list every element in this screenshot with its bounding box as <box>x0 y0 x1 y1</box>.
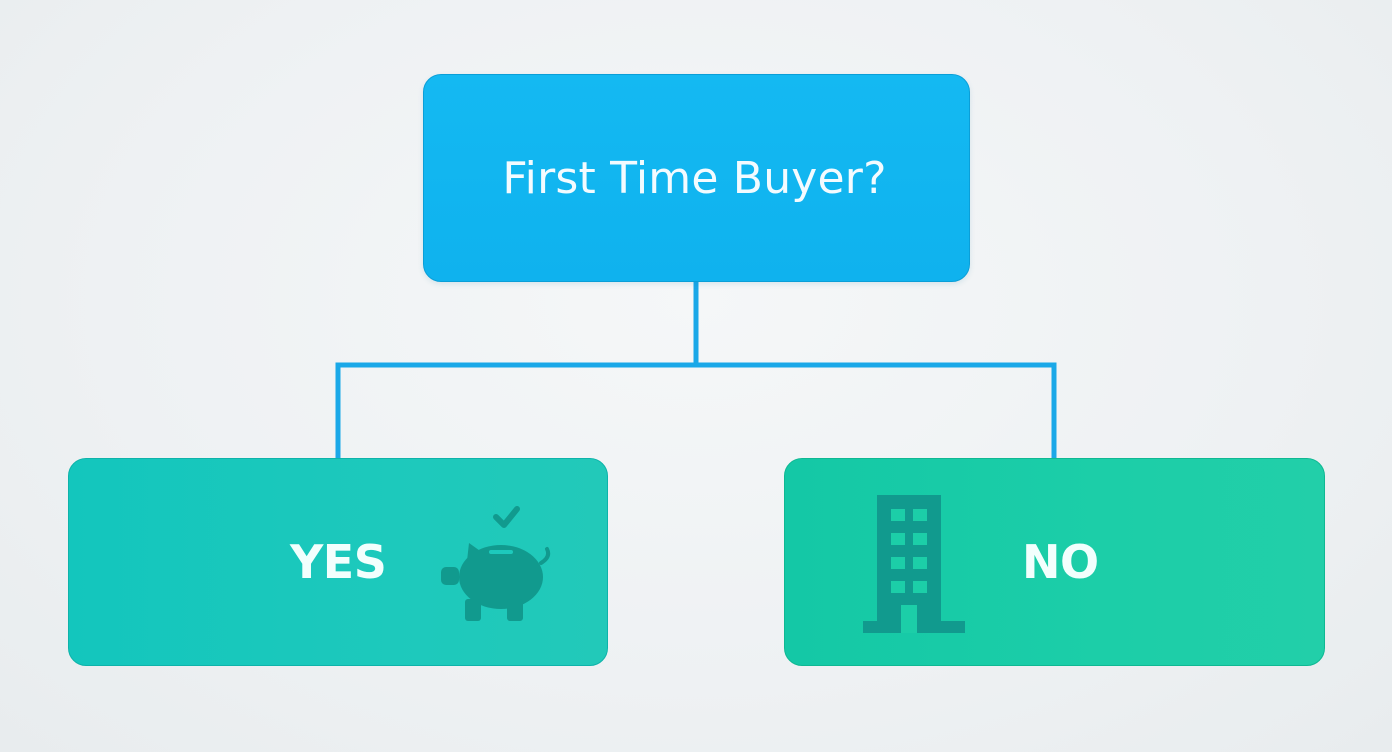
piggy-bank-check-icon <box>441 506 551 621</box>
yes-branch-node: YES <box>68 458 608 666</box>
no-label: NO <box>1022 535 1099 589</box>
root-question-label: First Time Buyer? <box>502 152 887 204</box>
office-building-icon <box>863 495 965 633</box>
root-question-node: First Time Buyer? <box>423 74 970 282</box>
no-branch-node: NO <box>784 458 1325 666</box>
yes-label: YES <box>290 535 387 589</box>
